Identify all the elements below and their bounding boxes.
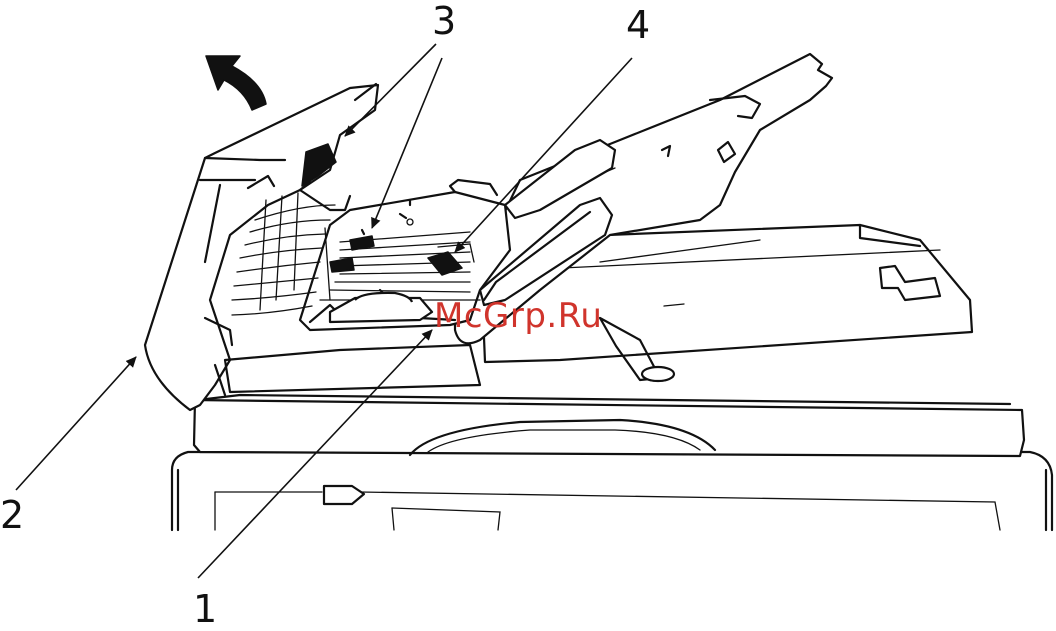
pointer-2 xyxy=(16,357,136,490)
watermark-text: McGrp.Ru xyxy=(434,296,602,336)
callout-4: 4 xyxy=(626,6,650,44)
callout-1: 1 xyxy=(193,590,217,628)
callout-3: 3 xyxy=(432,2,456,40)
copier-body xyxy=(172,452,1052,530)
latch-icon xyxy=(324,486,364,504)
open-direction-arrow-icon xyxy=(206,56,266,110)
callout-2: 2 xyxy=(0,496,24,534)
platen-lid xyxy=(194,395,1024,456)
